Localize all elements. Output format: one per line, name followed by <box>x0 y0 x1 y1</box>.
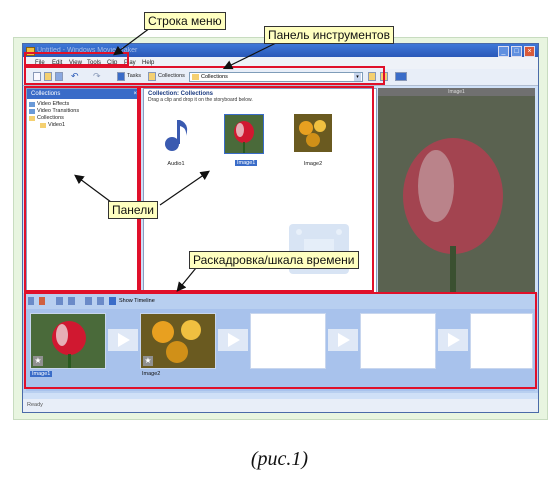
menu-file[interactable]: File <box>35 60 45 66</box>
clip-image1[interactable] <box>224 114 264 154</box>
transition-slot[interactable] <box>328 329 358 351</box>
views-icon[interactable] <box>395 72 407 81</box>
contents-pane-highlight <box>139 86 374 292</box>
video1-folder-icon <box>40 123 46 128</box>
storyboard-label-2: Image2 <box>142 371 161 377</box>
collections-label[interactable]: Collections <box>158 73 185 79</box>
collections-icon[interactable] <box>148 72 156 81</box>
storyboard-area: Show Timeline ★ Image1 <box>23 293 538 393</box>
clip-label-audio1: Audio1 <box>167 161 185 167</box>
storyboard-highlight <box>24 292 537 389</box>
tulip-image-icon <box>225 115 263 153</box>
storyboard-cell-empty[interactable] <box>360 313 436 369</box>
effect-star-icon[interactable]: ★ <box>33 356 43 366</box>
minimize-button[interactable]: _ <box>498 46 509 57</box>
storyboard: ★ Image1 ★ Image2 <box>26 309 535 391</box>
collections-folder-icon <box>29 116 35 121</box>
storyboard-cell-empty[interactable] <box>250 313 326 369</box>
new-project-icon[interactable] <box>33 72 41 81</box>
storyboard-cell-1[interactable]: ★ <box>30 313 106 369</box>
transition-slot[interactable] <box>438 329 468 351</box>
title-bar: Untitled - Windows Movie Maker _ □ × <box>23 44 538 57</box>
pane-close-icon[interactable]: × <box>133 91 137 97</box>
audio-levels-icon[interactable] <box>39 297 45 305</box>
redo-icon[interactable]: ↷ <box>93 71 101 81</box>
chevron-down-icon[interactable]: ▾ <box>354 73 361 81</box>
status-bar: Ready <box>23 399 538 412</box>
music-note-icon <box>157 115 195 153</box>
contents-title: Collection: Collections <box>148 91 214 97</box>
window-title: Untitled - Windows Movie Maker <box>37 47 138 54</box>
menu-clip[interactable]: Clip <box>107 60 118 66</box>
combo-value: Collections <box>201 74 228 80</box>
tree-item-video-transitions[interactable]: Video Transitions <box>37 108 80 114</box>
arrow-storyboard <box>176 267 197 292</box>
collections-pane-header: Collections × <box>27 89 140 99</box>
left-pane-highlight <box>24 86 139 292</box>
arrow-panel-mid <box>159 170 210 206</box>
menu-help[interactable]: Help <box>142 60 155 66</box>
narrate-icon[interactable] <box>28 297 34 305</box>
storyboard-cell-2[interactable]: ★ <box>140 313 216 369</box>
video-transitions-icon <box>29 109 35 114</box>
arrow-menubar <box>113 27 151 56</box>
open-project-icon[interactable] <box>44 72 52 81</box>
menubar-highlight <box>24 52 129 66</box>
zoom-in-icon[interactable] <box>56 297 63 305</box>
preview-title: Image1 <box>378 88 535 96</box>
arrow-toolbar <box>222 40 281 70</box>
menu-tools[interactable]: Tools <box>87 60 102 66</box>
save-project-icon[interactable] <box>55 72 63 81</box>
clip-label-image2: Image2 <box>303 161 323 167</box>
storyboard-label-1: Image1 <box>30 371 53 377</box>
menu-play[interactable]: Play <box>124 60 136 66</box>
collections-pane-title: Collections <box>31 91 61 97</box>
app-icon <box>26 47 35 56</box>
callout-panels: Панели <box>108 201 158 219</box>
undo-icon[interactable]: ↶ <box>71 71 79 81</box>
clip-audio1[interactable] <box>156 114 196 154</box>
transition-slot[interactable] <box>218 329 248 351</box>
video-effects-icon <box>29 102 35 107</box>
clip-image2[interactable] <box>294 114 332 154</box>
tree-item-video-effects[interactable]: Video Effects <box>37 101 70 107</box>
callout-toolbar: Панель инструментов <box>264 26 394 44</box>
up-folder-icon[interactable] <box>368 72 376 81</box>
contents-hint: Drag a clip and drop it on the storyboar… <box>148 97 253 103</box>
storyboard-toolbar: Show Timeline <box>23 295 538 307</box>
timeline-icon[interactable] <box>109 297 116 305</box>
arrow-panel-left <box>74 174 116 206</box>
tree-item-collections[interactable]: Collections <box>37 115 64 121</box>
collections-combo[interactable]: Collections ▾ <box>189 72 363 82</box>
menu-view[interactable]: View <box>69 60 82 66</box>
clip-label-image1: Image1 <box>235 160 258 166</box>
tree-item-video1[interactable]: Video1 <box>48 122 66 128</box>
tasks-label[interactable]: Tasks <box>127 73 142 79</box>
callout-menubar: Строка меню <box>144 12 226 30</box>
toolbar-highlight <box>24 66 385 85</box>
transition-slot[interactable] <box>108 329 138 351</box>
flower-image-icon <box>294 114 332 152</box>
show-timeline-button[interactable]: Show Timeline <box>119 298 155 304</box>
storyboard-cell-empty[interactable] <box>470 313 533 369</box>
callout-storyboard: Раскадровка/шкала времени <box>189 251 359 269</box>
tulip-thumbnail <box>31 314 105 368</box>
folder-icon <box>192 74 199 80</box>
close-button[interactable]: × <box>524 46 535 57</box>
flower-thumbnail <box>141 314 215 368</box>
preview-image <box>378 96 535 306</box>
rewind-icon[interactable] <box>85 297 92 305</box>
effect-star-icon[interactable]: ★ <box>143 356 153 366</box>
figure-caption: (рис.1) <box>250 448 309 470</box>
menu-edit[interactable]: Edit <box>52 60 63 66</box>
play-storyboard-icon[interactable] <box>97 297 104 305</box>
zoom-out-icon[interactable] <box>68 297 75 305</box>
tasks-icon[interactable] <box>117 72 125 81</box>
maximize-button[interactable]: □ <box>511 46 522 57</box>
